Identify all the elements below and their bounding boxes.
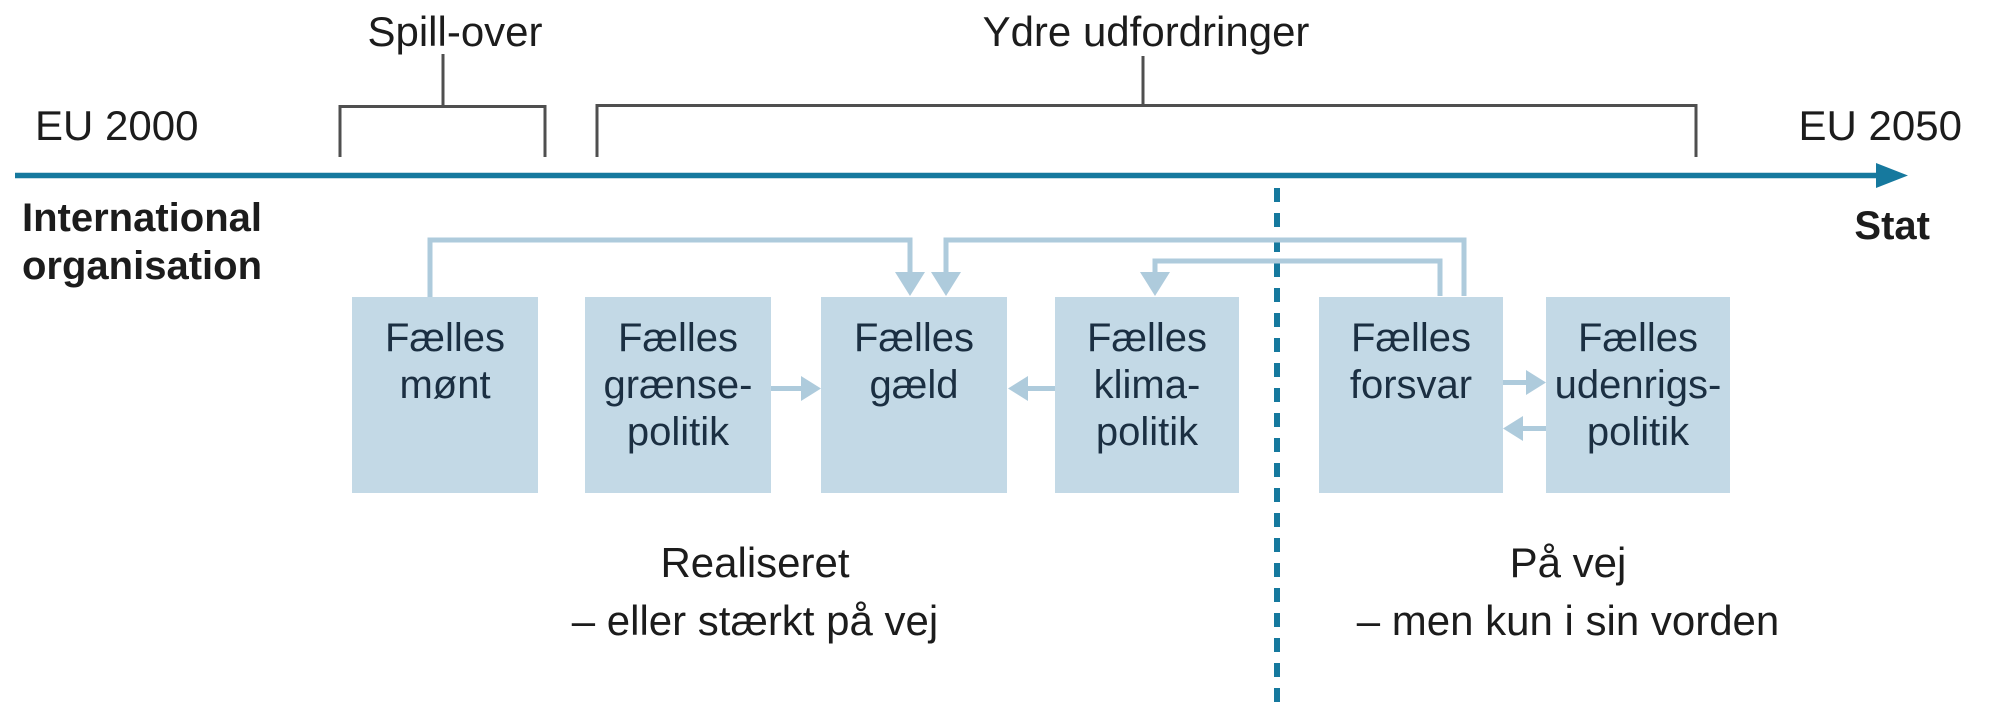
timeline-start-label: EU 2000: [35, 102, 199, 149]
timeline-end-label: EU 2050: [1798, 102, 1962, 149]
arrow-left-icon: [1008, 376, 1028, 401]
spill-over-label: Spill-over: [367, 8, 543, 55]
ydre-udfordringer-label: Ydre udfordringer: [982, 8, 1310, 55]
ydre-udfordringer-bracket: [595, 56, 1698, 157]
arrow-left-icon: [1503, 416, 1523, 441]
caption-realiseret: Realiseret – eller stærkt på vej: [571, 539, 939, 644]
connector-forsvar-to-klima: [1140, 258, 1443, 296]
box-faelles-moent: Fælles mønt: [352, 297, 538, 493]
international-organisation-label: International organisation: [22, 196, 263, 288]
box-faelles-graensepolitik: Fælles grænse- politik: [585, 297, 771, 493]
box-faelles-klimapolitik: Fælles klima- politik: [1055, 297, 1239, 493]
spill-over-bracket: [338, 54, 547, 157]
box-faelles-gaeld: Fælles gæld: [821, 297, 1007, 493]
timeline-arrowhead-icon: [1876, 163, 1908, 188]
arrow-udenrigs-to-forsvar: [1503, 416, 1547, 441]
arrow-down-icon: [895, 272, 925, 296]
arrow-down-icon: [931, 272, 961, 296]
caption-paa-vej: På vej – men kun i sin vorden: [1356, 539, 1780, 644]
box-faelles-forsvar: Fælles forsvar: [1319, 297, 1503, 493]
box-faelles-udenrigspolitik: Fælles udenrigs- politik: [1546, 297, 1730, 493]
arrow-right-icon: [801, 376, 821, 401]
arrow-down-icon: [1140, 272, 1170, 296]
arrow-right-icon: [1526, 370, 1546, 395]
arrow-klima-to-gaeld: [1008, 376, 1056, 401]
arrow-forsvar-to-udenrigs: [1503, 370, 1546, 395]
arrow-graense-to-gaeld: [770, 376, 821, 401]
connector-moent-to-gaeld: [427, 237, 925, 297]
stat-label: Stat: [1854, 204, 1930, 248]
timeline-axis: [15, 163, 1908, 188]
connector-forsvar-to-gaeld: [931, 237, 1467, 296]
